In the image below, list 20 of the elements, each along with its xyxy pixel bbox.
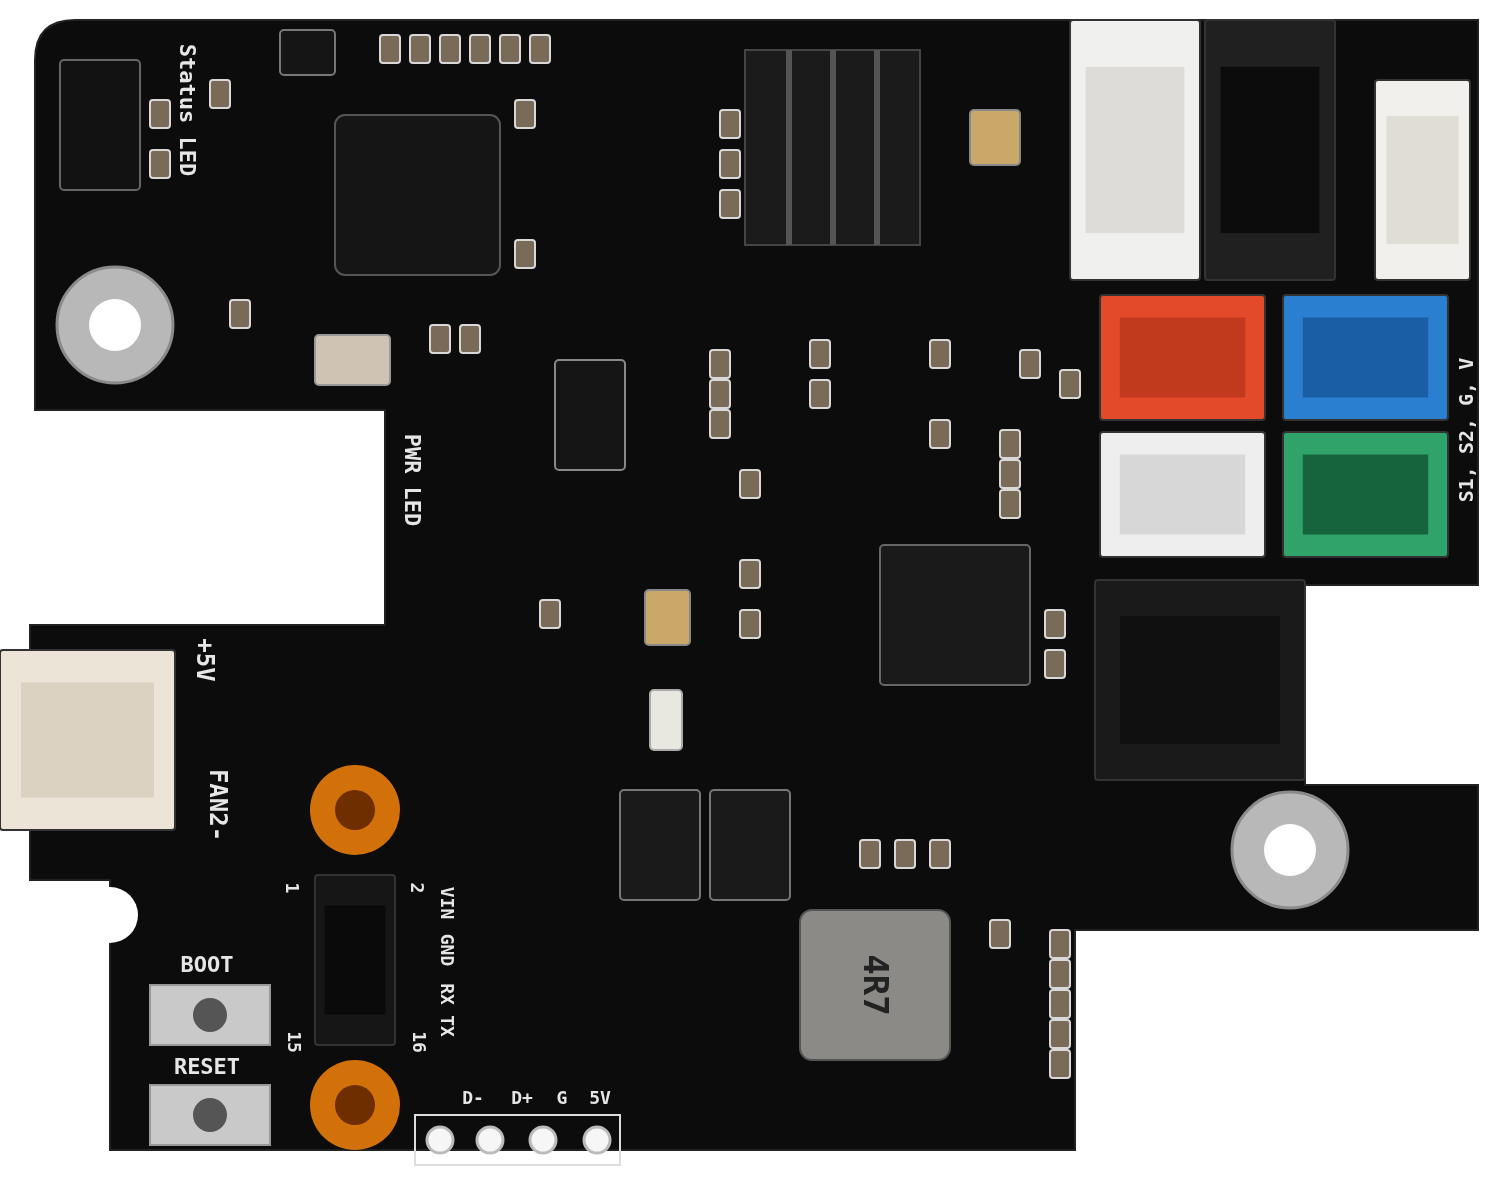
- connector-label: FAN2-: [206, 768, 230, 842]
- device-label: Status LED: [176, 43, 198, 177]
- pin-number: 1: [283, 882, 301, 894]
- part-marking: 4R7: [859, 954, 893, 1016]
- pin-label: D+: [511, 1089, 533, 1107]
- pin-label: 5V: [589, 1089, 611, 1107]
- pin-label: TX: [438, 1015, 456, 1037]
- pin-label: RX: [438, 983, 456, 1005]
- device-label: PWR LED: [401, 433, 423, 527]
- pin-label: GND: [438, 933, 456, 967]
- pin-label: VIN: [438, 886, 456, 920]
- button-label: BOOT: [180, 954, 234, 976]
- pin-number: 15: [285, 1031, 303, 1053]
- pin-label: +5V: [193, 638, 217, 682]
- pin-label: G: [556, 1089, 568, 1107]
- pin-label: S1, S2, G, V: [1456, 357, 1476, 503]
- button-label: RESET: [173, 1056, 241, 1078]
- pin-number: 2: [408, 882, 426, 894]
- pin-label: D-: [462, 1089, 484, 1107]
- pin-number: 16: [410, 1031, 428, 1053]
